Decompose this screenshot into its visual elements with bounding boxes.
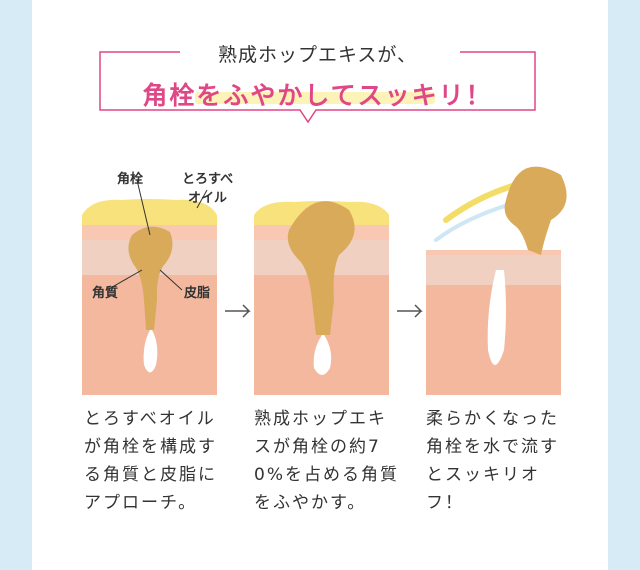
step-2-illustration — [254, 170, 389, 395]
label-sebum: 皮脂 — [184, 286, 211, 301]
step-2-description: 熟成ホップエキスが角栓の約70%を占める角質をふやかす。 — [254, 409, 399, 513]
step-3-description: 柔らかくなった角栓を水で流すとスッキリオフ！ — [426, 409, 559, 513]
step-1-illustration: 角栓 とろすべ オイル 角質 皮脂 — [82, 170, 233, 395]
step-3-illustration — [426, 166, 567, 395]
label-plug: 角栓 — [117, 172, 144, 187]
arrow-right-icon-1 — [225, 304, 251, 318]
arrow-right-icon-2 — [397, 304, 423, 318]
label-oil: とろすべ オイル — [182, 172, 234, 206]
step-1-description: とろすべオイルが角栓を構成する角質と皮脂にアプローチ。 — [84, 409, 217, 513]
headline-frame — [99, 51, 536, 124]
headline-subtitle: 熟成ホップエキスが、 — [217, 44, 418, 66]
headline-box: 熟成ホップエキスが、 角栓をふやかしてスッキリ！ — [99, 44, 536, 124]
title-highlight — [195, 92, 435, 104]
label-keratin: 角質 — [92, 286, 119, 301]
headline-title: 角栓をふやかしてスッキリ！ — [142, 81, 493, 110]
content-card: 熟成ホップエキスが、 角栓をふやかしてスッキリ！ 角栓 とろすべ オイル 角質 … — [32, 0, 608, 570]
